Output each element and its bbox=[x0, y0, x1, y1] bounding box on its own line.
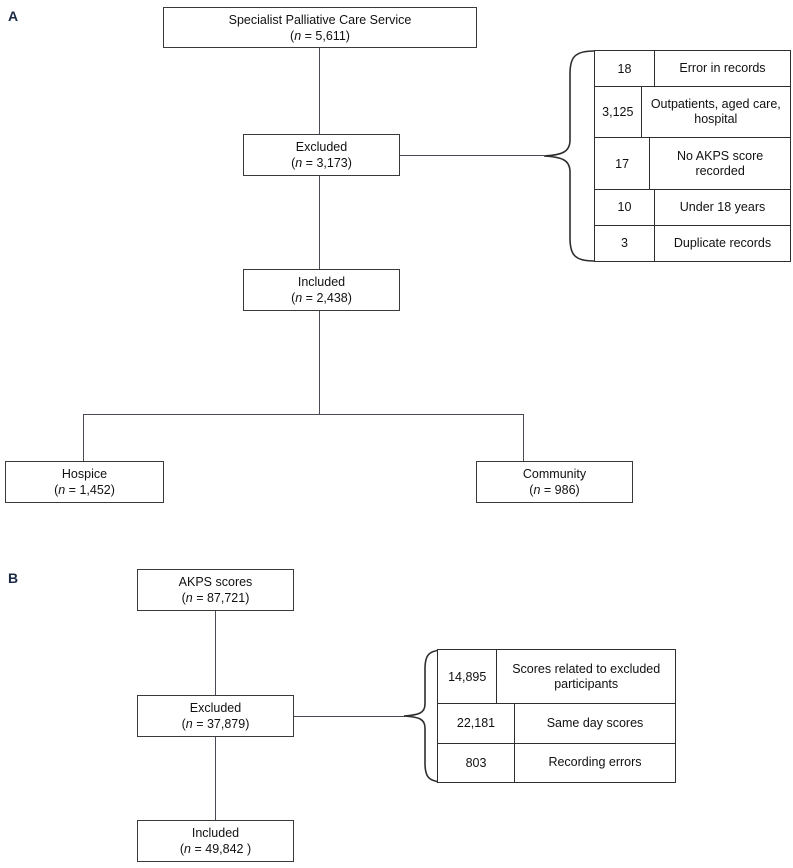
table-cell-reason: Error in records bbox=[679, 61, 766, 76]
brace-b bbox=[403, 649, 445, 783]
table-cell-count: 10 bbox=[595, 189, 655, 225]
table-cell-count: 803 bbox=[438, 743, 515, 782]
table-cell-count: 17 bbox=[595, 138, 651, 189]
connector-included-to-split-a bbox=[319, 311, 321, 415]
table-row: 3 Duplicate records bbox=[595, 225, 790, 262]
node-excluded-b-line2: (n = 37,879) bbox=[181, 717, 250, 731]
table-cell-reason: Duplicate records bbox=[673, 235, 772, 250]
table-row: 18 Error in records bbox=[595, 51, 790, 88]
node-included-a-line1: Included bbox=[297, 275, 346, 289]
table-row: 803 Recording errors bbox=[438, 743, 675, 782]
table-row: 22,181 Same day scores bbox=[438, 704, 675, 744]
table-row: 10 Under 18 years bbox=[595, 189, 790, 226]
connector-excluded-a-to-brace bbox=[400, 155, 544, 157]
table-cell-count: 3,125 bbox=[595, 87, 642, 138]
node-source-population: Specialist Palliative Care Service (n = … bbox=[163, 7, 477, 48]
node-community-line2: (n = 986) bbox=[529, 483, 580, 497]
node-akps-scores-line1: AKPS scores bbox=[178, 575, 253, 589]
node-excluded-b-line1: Excluded bbox=[189, 701, 242, 715]
exclusion-reasons-table-a: 18 Error in records 3,125 Outpatients, a… bbox=[594, 50, 791, 262]
connector-source-to-excluded bbox=[319, 48, 321, 134]
brace-a bbox=[543, 50, 595, 262]
node-community: Community (n = 986) bbox=[476, 461, 633, 503]
connector-excluded-to-included-b bbox=[215, 737, 217, 820]
node-source-population-line2: (n = 5,611) bbox=[290, 28, 350, 43]
table-cell-count: 3 bbox=[595, 225, 655, 262]
connector-split-to-hospice bbox=[83, 414, 85, 461]
connector-akps-to-excluded-b bbox=[215, 611, 217, 695]
table-cell-count: 18 bbox=[595, 51, 655, 87]
node-excluded-a-line1: Excluded bbox=[295, 140, 348, 154]
table-cell-reason: Under 18 years bbox=[679, 199, 766, 214]
node-hospice-line2: (n = 1,452) bbox=[54, 483, 115, 497]
node-included-a: Included (n = 2,438) bbox=[243, 269, 400, 311]
node-hospice-line1: Hospice bbox=[61, 467, 108, 481]
node-akps-scores-line2: (n = 87,721) bbox=[181, 591, 250, 605]
node-community-line1: Community bbox=[522, 467, 587, 481]
table-cell-reason: Recording errors bbox=[548, 755, 642, 770]
table-row: 14,895 Scores related to excluded partic… bbox=[438, 650, 675, 705]
exclusion-reasons-table-b: 14,895 Scores related to excluded partic… bbox=[437, 649, 676, 783]
table-row: 17 No AKPS score recorded bbox=[595, 138, 790, 190]
node-source-population-line1: Specialist Palliative Care Service bbox=[228, 12, 412, 27]
panel-letter-b: B bbox=[8, 570, 19, 586]
table-row: 3,125 Outpatients, aged care, hospital bbox=[595, 87, 790, 139]
table-cell-reason: Scores related to excluded participants bbox=[512, 661, 661, 691]
table-cell-count: 14,895 bbox=[438, 650, 498, 704]
node-included-a-line2: (n = 2,438) bbox=[291, 291, 352, 305]
node-excluded-b: Excluded (n = 37,879) bbox=[137, 695, 294, 737]
connector-split-to-community bbox=[523, 414, 525, 461]
node-hospice: Hospice (n = 1,452) bbox=[5, 461, 164, 503]
node-excluded-a-line2: (n = 3,173) bbox=[291, 156, 352, 170]
table-cell-count: 22,181 bbox=[438, 704, 515, 743]
table-cell-reason: No AKPS score recorded bbox=[677, 148, 764, 178]
split-bar-a bbox=[83, 414, 524, 416]
connector-excluded-b-to-brace bbox=[294, 716, 405, 718]
node-included-b: Included (n = 49,842 ) bbox=[137, 820, 294, 862]
node-excluded-a: Excluded (n = 3,173) bbox=[243, 134, 400, 176]
node-included-b-line2: (n = 49,842 ) bbox=[179, 842, 252, 856]
table-cell-reason: Same day scores bbox=[546, 715, 644, 730]
node-akps-scores: AKPS scores (n = 87,721) bbox=[137, 569, 294, 611]
panel-letter-a: A bbox=[8, 8, 19, 24]
table-cell-reason: Outpatients, aged care, hospital bbox=[650, 97, 781, 127]
connector-excluded-to-included-a bbox=[319, 176, 321, 269]
node-included-b-line1: Included bbox=[191, 826, 240, 840]
